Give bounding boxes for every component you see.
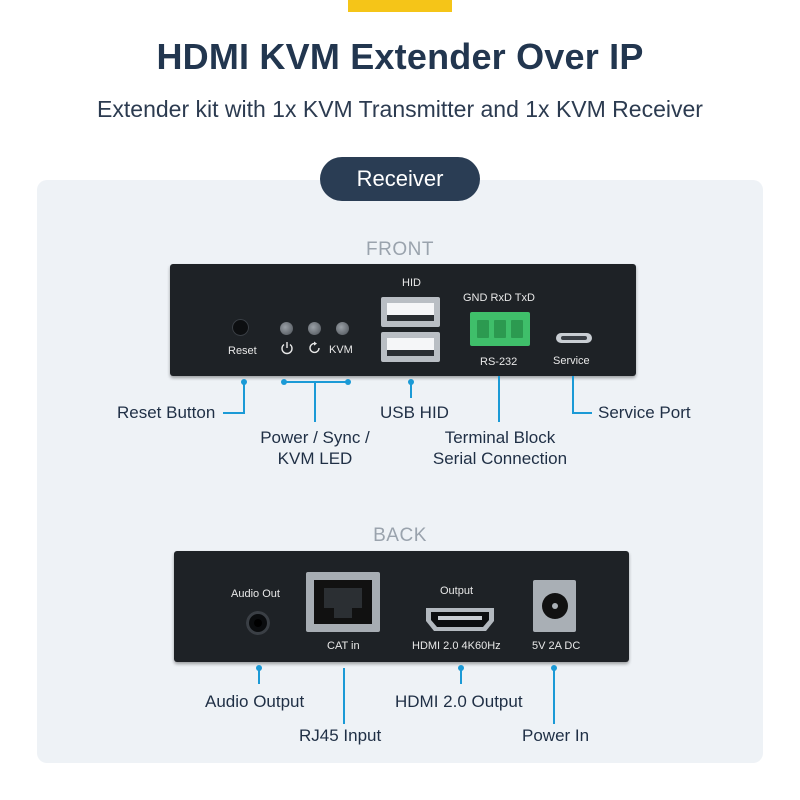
led-callout-line-h: [284, 381, 348, 383]
reset-callout-line-h: [223, 412, 245, 414]
hdmi-label: HDMI 2.0 4K60Hz: [412, 640, 501, 652]
reset-button-icon: [232, 319, 249, 336]
audio-output-callout: Audio Output: [205, 692, 305, 711]
service-callout-line-h: [572, 412, 592, 414]
hdmi-output-callout: HDMI 2.0 Output: [395, 692, 523, 711]
terminal-callout-line: [498, 376, 500, 422]
led-callout-line1: Power / Sync /: [260, 428, 370, 447]
reset-button-callout: Reset Button: [117, 403, 216, 422]
reset-label: Reset: [228, 345, 257, 357]
usb-callout-line: [410, 382, 412, 398]
hid-label: HID: [402, 277, 421, 289]
led-callout-dot-right: [345, 379, 351, 385]
micro-usb-port-icon: [556, 333, 592, 343]
power-icon: [281, 342, 293, 355]
front-device-panel: Reset KVM HID GND RxD TxD RS-232 Service: [170, 264, 636, 376]
terminal-pins-label: GND RxD TxD: [463, 292, 535, 304]
hdmi-port-icon: [426, 608, 494, 631]
page-title: HDMI KVM Extender Over IP: [156, 36, 644, 77]
usb-hid-callout: USB HID: [380, 403, 449, 422]
terminal-callout-line2: Serial Connection: [432, 449, 568, 468]
usb-port-bottom-icon: [381, 332, 440, 362]
service-label: Service: [553, 355, 590, 367]
cat-in-label: CAT in: [327, 640, 360, 652]
reset-callout-line: [243, 382, 245, 413]
power-callout-line: [553, 668, 555, 724]
terminal-block-icon: [470, 312, 530, 346]
page-subtitle: Extender kit with 1x KVM Transmitter and…: [97, 96, 703, 122]
back-section-label: BACK: [373, 525, 427, 546]
kvm-label: KVM: [329, 344, 353, 356]
power-led-icon: [280, 322, 293, 335]
rs232-label: RS-232: [480, 356, 518, 368]
service-callout-line: [572, 376, 574, 413]
usb-port-top-icon: [381, 297, 440, 327]
rj45-port-icon: [306, 572, 380, 632]
dc-power-port-icon: [533, 580, 576, 632]
power-in-callout: Power In: [522, 726, 590, 745]
audio-callout-line: [258, 668, 260, 684]
back-device-panel: Audio Out CAT in Output HDMI 2.0 4K60Hz …: [174, 551, 629, 662]
kvm-led-icon: [336, 322, 349, 335]
top-accent-bar: [348, 0, 452, 12]
service-port-callout: Service Port: [598, 403, 691, 422]
hdmi-callout-line: [460, 668, 462, 684]
rj45-input-callout: RJ45 Input: [299, 726, 382, 745]
audio-jack-icon: [246, 611, 270, 635]
front-section-label: FRONT: [366, 239, 434, 260]
power-label: 5V 2A DC: [532, 640, 581, 652]
output-label: Output: [440, 585, 474, 597]
terminal-callout-line1: Terminal Block: [444, 428, 556, 447]
led-callout-line-v: [314, 382, 316, 422]
receiver-badge: Receiver: [320, 157, 480, 201]
rj45-callout-line: [343, 668, 345, 724]
sync-icon: [309, 341, 320, 354]
audio-out-label: Audio Out: [231, 588, 280, 600]
sync-led-icon: [308, 322, 321, 335]
led-callout-line2: KVM LED: [277, 449, 353, 468]
